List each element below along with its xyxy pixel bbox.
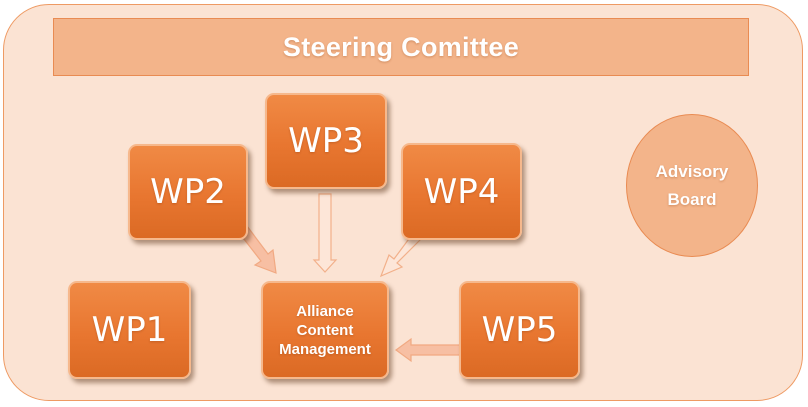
wp2-label: WP2 (150, 172, 226, 212)
wp5-label: WP5 (481, 310, 558, 350)
wp2-box: WP2 (128, 144, 248, 240)
center-label-line3: Management (279, 340, 371, 358)
center-label-line2: Content (296, 321, 354, 339)
wp3-box: WP3 (265, 93, 387, 189)
wp1-label: WP1 (91, 310, 168, 350)
alliance-content-management-box: Alliance Content Management (261, 281, 389, 379)
steering-committee-label: Steering Comittee (282, 31, 520, 62)
wp5-box: WP5 (459, 281, 580, 379)
wp3-label: WP3 (288, 121, 364, 161)
center-label-line1: Alliance (296, 302, 354, 320)
advisory-board-label-line1: Advisory (655, 161, 729, 181)
advisory-board-label-line2: Board (667, 189, 717, 209)
wp1-box: WP1 (68, 281, 191, 379)
steering-committee-bar: Steering Comittee (53, 18, 749, 76)
wp4-label: WP4 (423, 171, 500, 212)
wp4-box: WP4 (401, 143, 522, 240)
advisory-board-circle: Advisory Board (626, 114, 758, 257)
